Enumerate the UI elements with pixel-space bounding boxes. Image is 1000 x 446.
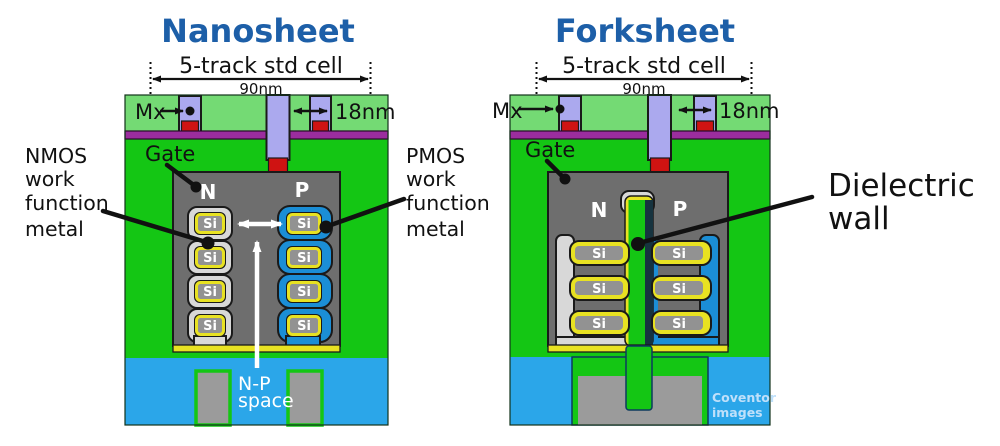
si-label: Si (297, 217, 311, 232)
dielectric-leader-dot (631, 237, 645, 251)
mx-arrow-dot (185, 106, 195, 116)
forksheet-panel: Forksheet 5-track std cell 90nm (492, 12, 780, 426)
si-label: Si (297, 251, 311, 266)
wall-core (628, 200, 645, 346)
dielectric-leader (636, 194, 815, 246)
credit-line2: images (712, 405, 763, 420)
np-space-label-line1: N-P (238, 373, 271, 395)
si-nanosheet (287, 247, 321, 268)
dielectric-wall (620, 190, 655, 347)
nmos-stack: Si Si Si Si (187, 206, 233, 347)
etch-stop-layer (124, 130, 389, 140)
forksheet-title: Forksheet (555, 12, 735, 50)
mx-layer-band (510, 95, 770, 132)
nmos-fork-tines: Si Si Si (569, 240, 630, 336)
mx-layer-band (125, 95, 388, 132)
si-label: Si (672, 317, 686, 332)
si-sheet (575, 246, 623, 260)
nmos-label-line4: metal (25, 217, 84, 241)
gate-leader-dot (559, 173, 571, 185)
si-label: Si (203, 319, 217, 334)
credit-line1: Coventor (712, 390, 777, 405)
pmos-label-line4: metal (406, 217, 465, 241)
nanosheet-cell-width: 90nm (239, 80, 282, 98)
si-label: Si (297, 285, 311, 300)
nmos-label-line3: function (25, 191, 109, 215)
si-label: Si (592, 317, 606, 332)
panel-border (124, 94, 389, 426)
si-nanosheet (287, 213, 321, 234)
pmos-label-line1: PMOS (406, 144, 465, 168)
wall-extension (625, 345, 653, 411)
n-region-label: N (591, 198, 608, 222)
si-sheet (655, 316, 703, 330)
fin-base (194, 369, 232, 427)
nanosheet-title: Nanosheet (161, 12, 355, 50)
fin-base (286, 369, 324, 427)
pitch-label: 18nm (719, 99, 780, 123)
pmos-label-line3: function (406, 191, 490, 215)
si-label: Si (592, 247, 606, 262)
gate-via (267, 157, 289, 173)
si-sheet (575, 281, 623, 295)
si-sheet (655, 281, 703, 295)
dielectric-wall-annotation: Dielectric wall (631, 168, 975, 251)
si-nanosheet (287, 281, 321, 302)
si-label: Si (297, 319, 311, 334)
dielectric-label-line2: wall (828, 201, 890, 237)
nanosheet-cell-label: 5-track std cell (179, 54, 343, 79)
via-contact (560, 120, 580, 133)
si-label: Si (672, 247, 686, 262)
p-region-label: P (673, 197, 688, 221)
nmos-label-line2: work (25, 167, 75, 191)
gate-leader (164, 162, 198, 189)
p-region-label: P (295, 178, 310, 202)
gate-via (649, 157, 671, 173)
si-label: Si (672, 282, 686, 297)
forksheet-cross-section: Si Si Si Si Si Si N (509, 94, 777, 426)
nmos-leader (100, 208, 209, 245)
pmos-fork-tines: Si Si Si (651, 240, 712, 336)
gate-leader-dot (190, 181, 202, 193)
si-nanosheet (195, 213, 225, 234)
si-sheet (655, 246, 703, 260)
si-nanosheet (195, 281, 225, 302)
nanosheet-cross-section: Si Si Si Si Si Si (124, 94, 389, 427)
forksheet-cell-label: 5-track std cell (562, 54, 726, 79)
np-space-label-line2: space (238, 390, 294, 412)
nmos-leader-dot (201, 236, 215, 250)
via-contact (311, 120, 330, 133)
sti-oxide (125, 358, 388, 425)
nanosheet-panel: Nanosheet 5-track std cell 90nm (124, 12, 396, 427)
nmos-label-line1: NMOS (25, 144, 87, 168)
gate-label: Gate (525, 138, 575, 162)
si-nanosheet (287, 315, 321, 336)
n-region-label: N (200, 180, 217, 204)
si-sheet (575, 316, 623, 330)
forksheet-cell-width: 90nm (622, 80, 665, 98)
nmos-annotation: NMOS work function metal (25, 144, 215, 250)
pmos-leader-dot (319, 220, 333, 234)
pmos-annotation: PMOS work function metal (319, 144, 490, 241)
pmos-label-line2: work (406, 167, 456, 191)
via-contact (695, 120, 715, 133)
via-contact (180, 120, 200, 133)
si-label: Si (203, 285, 217, 300)
wall-dark-edge (644, 200, 653, 346)
pmos-leader (325, 196, 407, 229)
pmos-stack: Si Si Si Si (277, 205, 333, 347)
pitch-label: 18nm (335, 100, 396, 124)
panel-border (509, 94, 771, 426)
gate-label: Gate (145, 142, 195, 166)
si-label: Si (203, 217, 217, 232)
si-label: Si (592, 282, 606, 297)
mx-arrow-dot (555, 104, 565, 114)
dielectric-label-line1: Dielectric (828, 168, 975, 204)
gate-contact (265, 94, 291, 161)
si-nanosheet (195, 315, 225, 336)
mx-label: Mx (492, 99, 523, 123)
si-label: Si (203, 251, 217, 266)
gate-contact (647, 94, 672, 161)
